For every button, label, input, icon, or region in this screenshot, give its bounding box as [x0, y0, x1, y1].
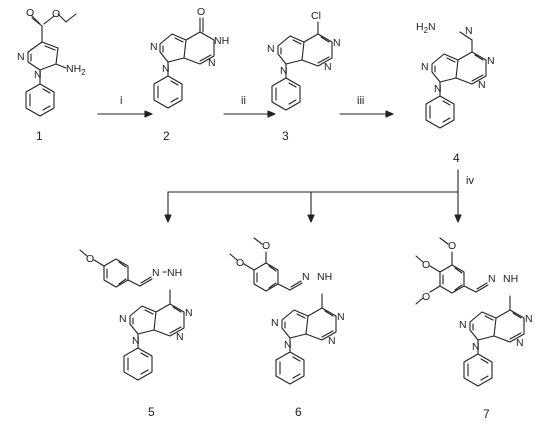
compound-5-label: 5: [148, 405, 155, 419]
arrowhead-ii: [267, 110, 276, 118]
atom-n-ring-3d: N: [324, 61, 332, 73]
atom-nh-6: NH: [317, 271, 332, 283]
compound-2-structure: [153, 17, 215, 109]
arrowhead-6: [307, 214, 315, 223]
atom-o-ester-1: O: [52, 8, 60, 20]
atom-n-ring-3c: N: [333, 37, 341, 49]
atom-n-ring-4: N: [421, 61, 429, 73]
atom-nh2-1: NH2: [66, 63, 86, 77]
reagent-step-ii: ii: [241, 95, 246, 107]
atom-n-ring-3: N: [267, 43, 275, 55]
atom-n-ring-6b: N: [284, 339, 292, 351]
atom-n-ring-5b: N: [132, 335, 140, 347]
atom-n-ring-4c: N: [487, 55, 495, 67]
atom-o-carbonyl-1: O: [26, 7, 34, 19]
compound-6-structure: [229, 237, 337, 385]
compound-6-label: 6: [295, 405, 302, 419]
atom-n-ring-2: N: [150, 41, 158, 53]
atom-o-6a: O: [262, 240, 270, 252]
atom-n-ring-1: N: [17, 51, 25, 63]
atom-h2n-4: H2N: [416, 21, 436, 35]
compound-2-label: 2: [163, 129, 170, 143]
compound-7-structure: [415, 237, 525, 387]
atom-nh-2: NH: [214, 35, 229, 47]
reagent-step-iii: iii: [357, 95, 364, 107]
arrowhead-i: [144, 110, 153, 118]
atom-n-ring-4d: N: [478, 79, 486, 91]
atom-n-5: N: [152, 267, 160, 279]
atom-n-ring-7: N: [459, 319, 467, 331]
atom-n-4: N: [465, 25, 473, 37]
atom-n-ring-7d: N: [516, 337, 524, 349]
compound-3-label: 3: [282, 129, 289, 143]
atom-n-ring-1b: N: [34, 69, 42, 81]
atom-o-5: O: [86, 253, 94, 265]
atom-o-6b: O: [236, 257, 244, 269]
compound-5-structure: [79, 249, 185, 381]
atom-n-ring-5d: N: [176, 331, 184, 343]
atom-cl-3: Cl: [311, 10, 321, 22]
arrowhead-iii: [385, 110, 394, 118]
atom-n-ring-6d: N: [328, 335, 336, 347]
atom-n-ring-3b: N: [280, 65, 288, 77]
arrowhead-5: [164, 214, 172, 223]
atom-n-7: N: [488, 273, 496, 285]
atom-nh-7: NH: [503, 273, 518, 285]
atom-n-ring-4b: N: [434, 83, 442, 95]
atom-n-ring-7c: N: [525, 313, 533, 325]
atom-n-6: N: [302, 271, 310, 283]
compound-1-label: 1: [36, 129, 43, 143]
reagent-step-i: i: [120, 95, 122, 107]
compound-4-label: 4: [453, 151, 460, 165]
compound-7-label: 7: [483, 407, 490, 421]
atom-o-7a: O: [448, 240, 456, 252]
atom-o-7b: O: [422, 259, 430, 271]
atom-n-ring-6c: N: [337, 311, 345, 323]
compound-3-structure: [271, 21, 333, 111]
atom-o-7c: O: [422, 291, 430, 303]
atom-n-ring-2b: N: [162, 63, 170, 75]
atom-o-2: O: [197, 6, 205, 18]
atom-n-ring-7b: N: [472, 341, 480, 353]
atom-n-ring-5: N: [119, 313, 127, 325]
atom-n-ring-6: N: [271, 317, 279, 329]
reagent-step-iv: iv: [466, 175, 474, 187]
compound-4-structure: [425, 31, 487, 129]
atom-n-ring-2c: N: [208, 57, 216, 69]
arrowhead-7: [454, 214, 462, 223]
atom-n-ring-5c: N: [185, 307, 193, 319]
atom-nh-5: NH: [167, 267, 182, 279]
compound-1-structure: [25, 13, 77, 117]
